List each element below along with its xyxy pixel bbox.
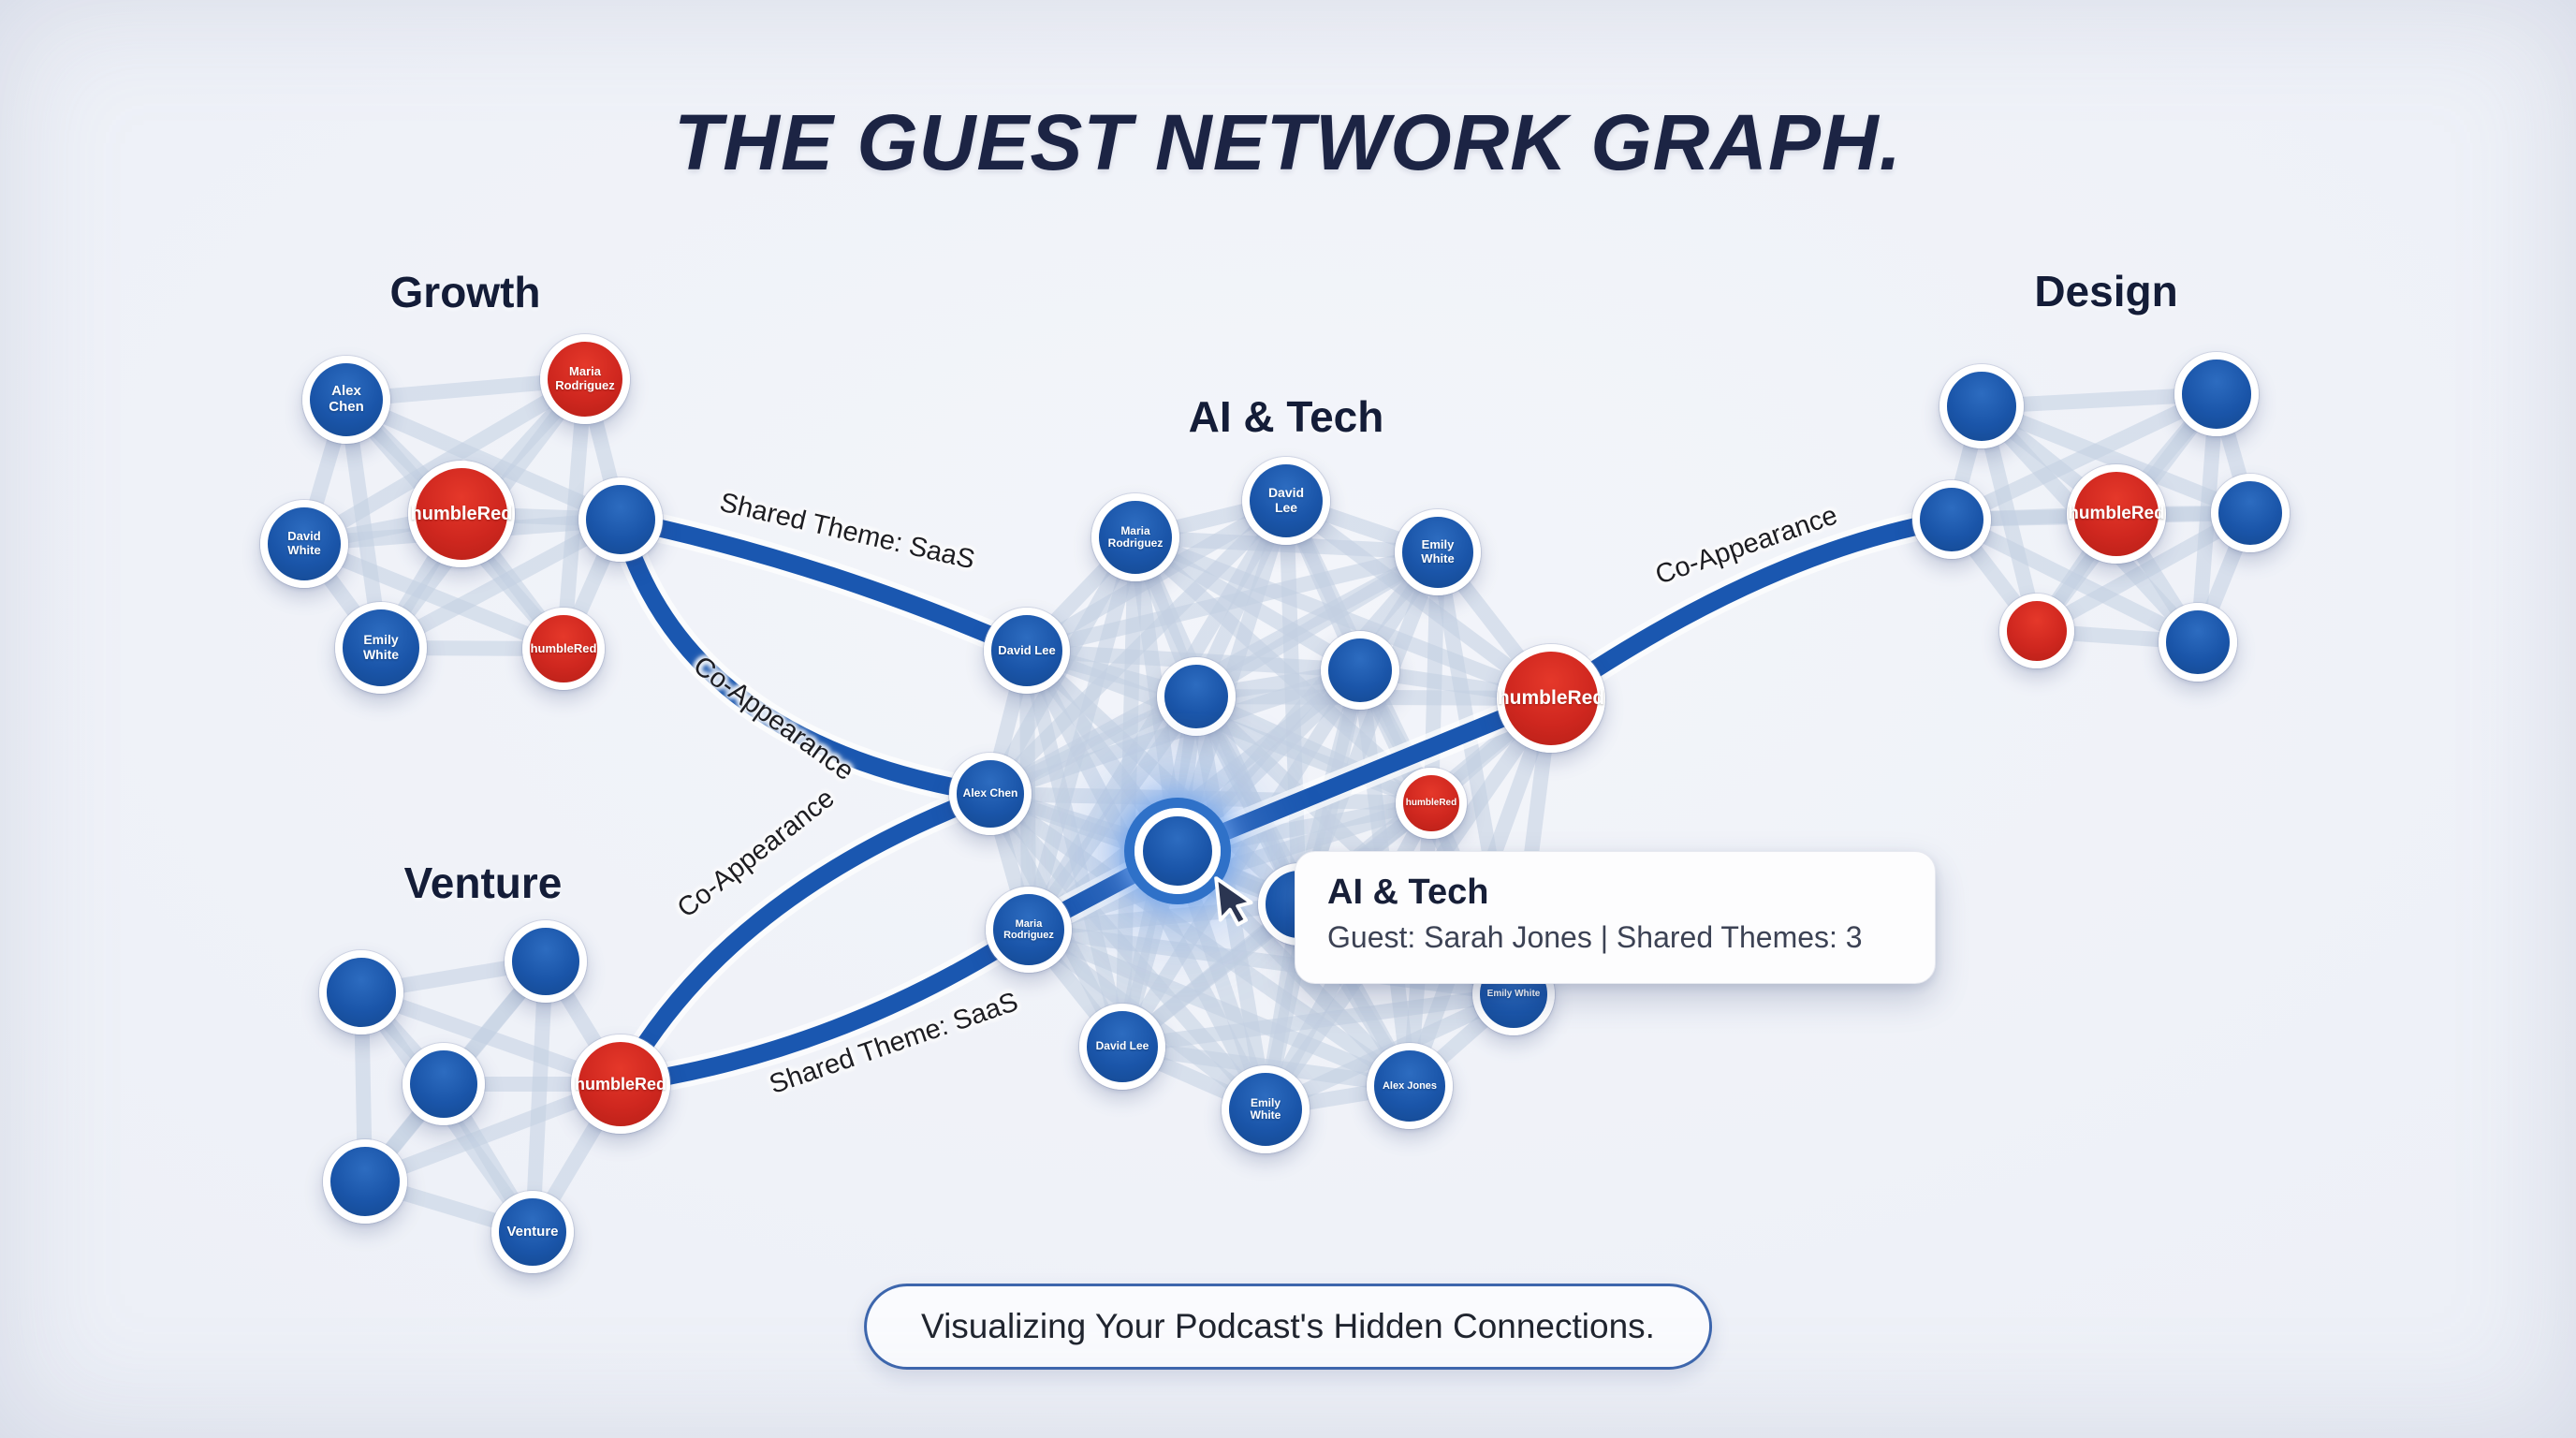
node-unlabeled[interactable] xyxy=(1999,594,2074,668)
node-label: Emily White xyxy=(1250,1095,1281,1122)
node-label: Alex Chen xyxy=(329,383,364,415)
cluster-edge xyxy=(983,493,1294,801)
node-unlabeled[interactable] xyxy=(1912,480,1991,559)
cluster-edge xyxy=(1115,987,1521,1054)
node-maria-rodriguez[interactable]: Maria Rodriguez xyxy=(1091,493,1179,581)
node-unlabeled[interactable] xyxy=(1157,657,1236,736)
node-label: Maria Rodriguez xyxy=(1107,523,1164,550)
connection-edge xyxy=(611,510,1036,660)
edge-label: Co-Appearance xyxy=(671,783,841,924)
hover-tooltip: AI & Tech Guest: Sarah Jones | Shared Th… xyxy=(1295,851,1936,984)
node-alex-jones[interactable]: Alex Jones xyxy=(1367,1043,1453,1129)
node-unlabeled[interactable] xyxy=(323,1139,407,1224)
node-label: humbleRed xyxy=(575,1074,667,1093)
mouse-cursor-icon xyxy=(1214,875,1253,927)
node-label: Maria Rodriguez xyxy=(555,364,615,392)
edge-label: Co-Appearance xyxy=(687,650,859,787)
node-humblered[interactable]: humbleRed xyxy=(1497,644,1605,753)
edge-label: Shared Theme: SaaS xyxy=(716,487,978,576)
node-label: David Lee xyxy=(1267,485,1305,515)
node-humblered[interactable]: humbleRed xyxy=(408,461,515,567)
node-label: humbleRed xyxy=(1405,798,1457,809)
node-maria-rodriguez[interactable]: Maria Rodriguez xyxy=(986,887,1072,973)
page-title: THE GUEST NETWORK GRAPH. xyxy=(673,98,1902,186)
node-unlabeled[interactable] xyxy=(402,1043,485,1125)
cluster-edge xyxy=(297,536,571,656)
node-unlabeled[interactable] xyxy=(2174,352,2259,436)
node-unlabeled[interactable] xyxy=(2211,474,2290,552)
footer-caption-pill: Visualizing Your Podcast's Hidden Connec… xyxy=(864,1284,1712,1370)
cluster-label-growth: Growth xyxy=(389,268,541,316)
node-label: Emily White xyxy=(1486,989,1541,1000)
tooltip-title: AI & Tech xyxy=(1327,873,1489,912)
node-emily-white[interactable]: Emily White xyxy=(335,602,427,694)
node-humblered[interactable]: humbleRed xyxy=(522,608,605,690)
node-humblered[interactable]: humbleRed xyxy=(1396,768,1467,839)
node-label: David White xyxy=(287,529,321,557)
cluster-edge xyxy=(1019,545,1445,658)
connection-edge xyxy=(611,785,1000,1093)
node-humblered[interactable]: humbleRed xyxy=(571,1034,670,1134)
connection-edge xyxy=(1542,510,1961,708)
cluster-edge xyxy=(2029,506,2258,638)
node-selected[interactable] xyxy=(1134,808,1221,894)
node-label: Maria Rodriguez xyxy=(1003,917,1054,941)
node-unlabeled[interactable] xyxy=(2159,603,2237,682)
node-label: humbleRed xyxy=(410,503,513,524)
cluster-edge xyxy=(983,663,1368,801)
edge-label: Shared Theme: SaaS xyxy=(766,987,1022,1100)
cluster-edge xyxy=(1021,922,1417,1093)
node-david-white[interactable]: David White xyxy=(260,500,348,588)
node-david-lee[interactable]: David Lee xyxy=(984,608,1070,694)
cluster-edge xyxy=(983,786,1439,811)
tooltip-subtitle: Guest: Sarah Jones | Shared Themes: 3 xyxy=(1327,920,1863,954)
cluster-edge xyxy=(297,372,593,551)
node-alex-chen[interactable]: Alex Chen xyxy=(302,356,390,444)
cluster-edge xyxy=(1944,387,2224,527)
node-emily-white[interactable]: Emily White xyxy=(1222,1065,1310,1153)
node-unlabeled[interactable] xyxy=(1939,364,2024,448)
node-label: Emily White xyxy=(362,632,400,662)
cluster-label-venture: Venture xyxy=(403,858,563,907)
node-humblered[interactable]: humbleRed xyxy=(2067,464,2166,564)
footer-caption-label: Visualizing Your Podcast's Hidden Connec… xyxy=(921,1307,1655,1345)
node-unlabeled[interactable] xyxy=(319,950,403,1034)
node-label: Alex Jones xyxy=(1382,1079,1438,1092)
node-label: humbleRed xyxy=(2068,504,2165,524)
connection-edge xyxy=(611,920,1038,1093)
node-david-lee[interactable]: David Lee xyxy=(1242,457,1330,545)
node-venture[interactable]: Venture xyxy=(491,1191,574,1273)
node-unlabeled[interactable] xyxy=(1321,631,1399,710)
node-label: David Lee xyxy=(1095,1039,1149,1053)
node-maria-rodriguez[interactable]: Maria Rodriguez xyxy=(540,334,630,424)
node-label: humbleRed xyxy=(1497,687,1605,710)
node-david-lee[interactable]: David Lee xyxy=(1079,1004,1165,1090)
connection-edge xyxy=(611,510,1000,803)
node-label: Venture xyxy=(506,1223,559,1240)
node-label: David Lee xyxy=(998,642,1056,657)
node-unlabeled[interactable] xyxy=(505,920,587,1003)
node-label: humbleRed xyxy=(530,640,597,655)
node-label: Alex Chen xyxy=(962,786,1018,800)
edge-label: Co-Appearance xyxy=(1651,500,1842,591)
node-unlabeled[interactable] xyxy=(578,477,663,562)
node-label: Emily White xyxy=(1421,537,1455,565)
node-emily-white[interactable]: Emily White xyxy=(1395,509,1481,595)
node-alex-chen[interactable]: Alex Chen xyxy=(949,753,1032,835)
cluster-label-design: Design xyxy=(2034,267,2178,315)
cluster-label-ai-tech: AI & Tech xyxy=(1188,392,1384,441)
cluster-edge xyxy=(525,954,553,1240)
cluster-edge xyxy=(1021,897,1307,937)
